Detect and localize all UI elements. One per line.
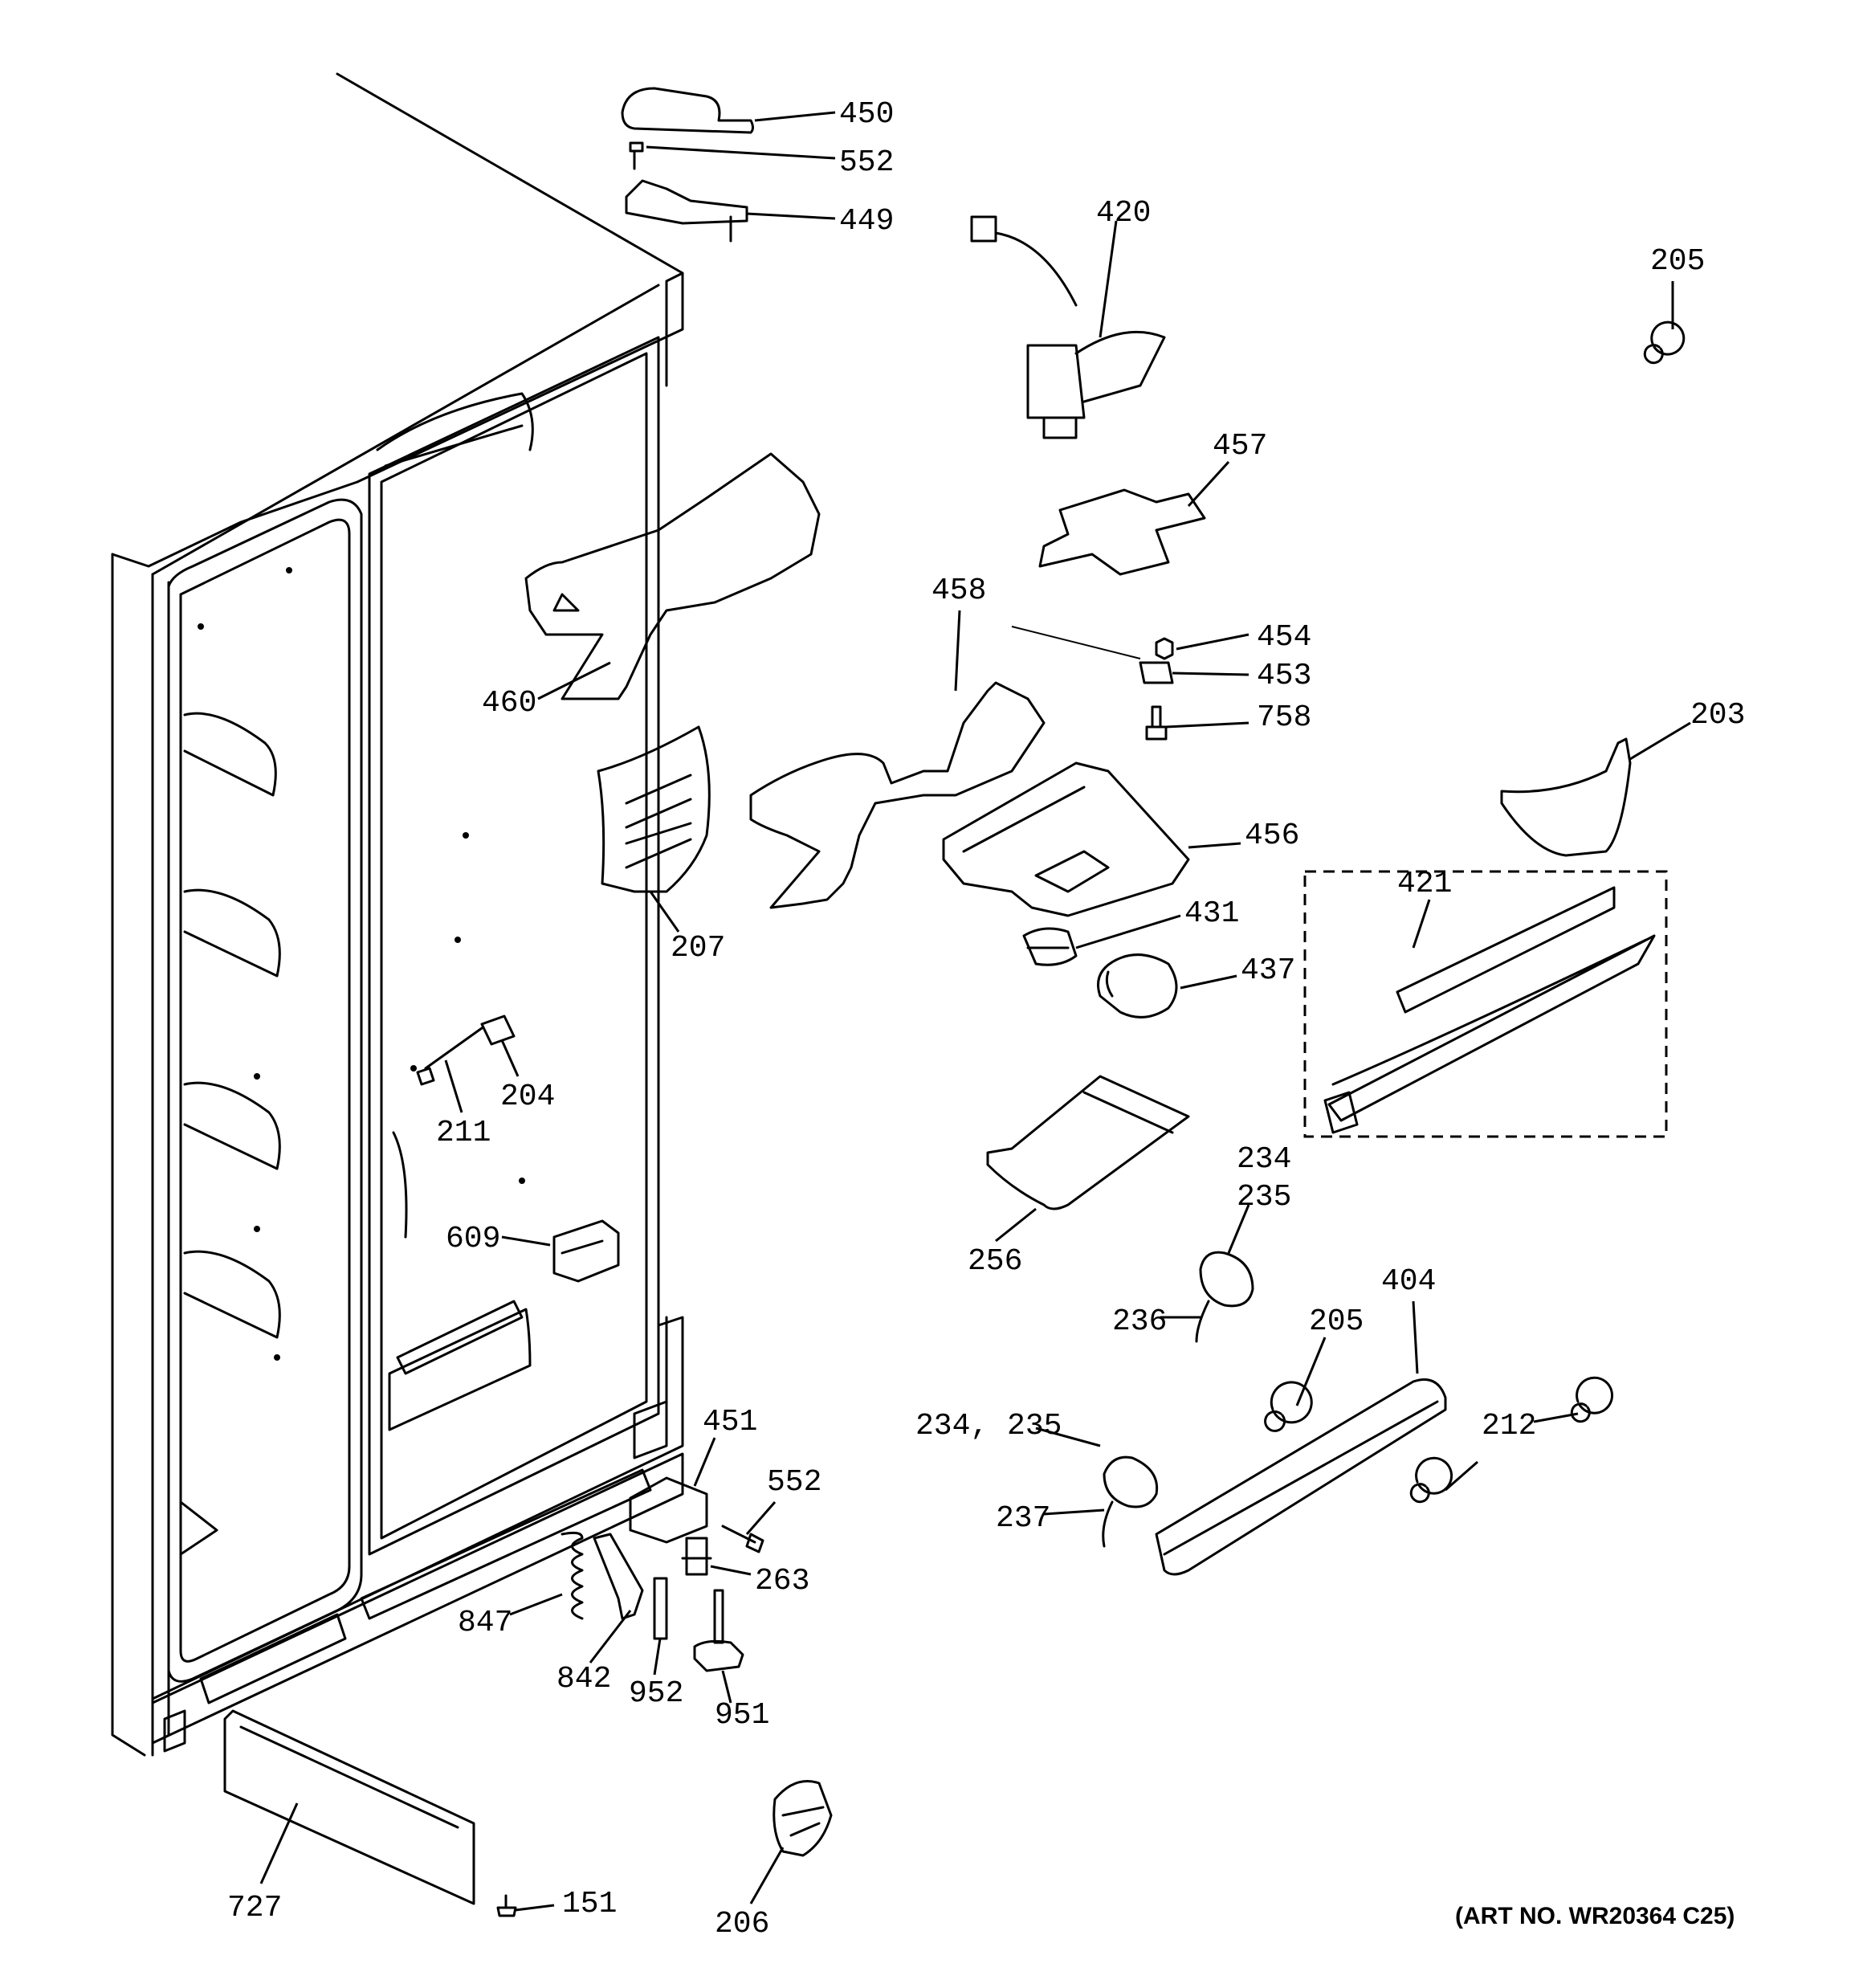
wire-454 <box>1011 626 1141 659</box>
bulb-437 <box>1097 953 1178 1018</box>
spring-847 <box>561 1531 584 1620</box>
callout-207: 207 <box>671 931 725 965</box>
callout-437: 437 <box>1241 953 1295 988</box>
callout-205-top: 205 <box>1650 244 1705 279</box>
housing-456 <box>942 761 1190 917</box>
callout-456: 456 <box>1245 818 1299 853</box>
cabinet <box>111 72 684 1757</box>
callout-457: 457 <box>1213 429 1267 463</box>
callout-952: 952 <box>629 1676 683 1711</box>
roller-206 <box>773 1780 833 1857</box>
callout-431: 431 <box>1184 896 1239 931</box>
guard-203 <box>1500 737 1632 857</box>
callout-236: 236 <box>1112 1304 1167 1339</box>
callout-211: 211 <box>436 1116 491 1150</box>
air-duct-458 <box>749 681 1046 909</box>
callout-256: 256 <box>968 1244 1022 1279</box>
callout-460: 460 <box>482 686 536 720</box>
callout-609: 609 <box>446 1222 500 1256</box>
callout-758: 758 <box>1257 700 1311 735</box>
callout-552-top: 552 <box>839 145 894 180</box>
callout-205-bottom: 205 <box>1309 1304 1364 1339</box>
callout-212: 212 <box>1482 1409 1536 1443</box>
callout-847: 847 <box>458 1606 512 1640</box>
callout-727: 727 <box>227 1891 282 1925</box>
cover-457 <box>1038 488 1206 576</box>
callout-203: 203 <box>1690 698 1745 733</box>
bushing-212-b <box>1409 1456 1453 1504</box>
callout-453: 453 <box>1257 659 1311 693</box>
bushing-212-a <box>1570 1376 1614 1423</box>
callout-labels: 450 552 449 420 205 457 458 454 453 758 … <box>227 97 1745 1941</box>
callout-206: 206 <box>715 1907 769 1941</box>
leader-lines <box>259 111 1691 1912</box>
callout-951: 951 <box>715 1698 769 1733</box>
fitting-453 <box>1139 661 1174 684</box>
spring-236 <box>1195 1251 1254 1343</box>
cam-204 <box>480 1014 516 1046</box>
callout-237: 237 <box>996 1501 1050 1536</box>
callout-421: 421 <box>1397 867 1452 901</box>
callout-450: 450 <box>839 97 894 132</box>
callout-454: 454 <box>1257 620 1311 655</box>
callout-263: 263 <box>755 1564 809 1598</box>
screw-151 <box>496 1894 517 1917</box>
grille-727 <box>223 1709 475 1905</box>
callout-842: 842 <box>556 1662 611 1696</box>
callout-235-top: 235 <box>1237 1180 1291 1214</box>
bushing-205-bottom <box>1264 1381 1313 1432</box>
spring-237 <box>1102 1455 1159 1548</box>
hinge-cover-450 <box>621 87 754 134</box>
callout-449: 449 <box>839 204 894 239</box>
kick-plate-404 <box>1155 1378 1447 1576</box>
dispenser-control-420 <box>970 215 1166 439</box>
screw-552-bottom <box>721 1525 764 1553</box>
callout-404: 404 <box>1381 1264 1436 1299</box>
light-socket-431 <box>1022 927 1078 966</box>
dispenser-control-assembly-421 <box>1323 886 1656 1134</box>
callout-552-bottom: 552 <box>767 1465 821 1500</box>
pin-952 <box>653 1577 668 1640</box>
bushing-205-top <box>1643 320 1686 365</box>
callout-151: 151 <box>562 1887 617 1921</box>
top-hinge-449 <box>625 179 748 243</box>
callout-420: 420 <box>1096 196 1151 231</box>
callout-458: 458 <box>932 574 986 608</box>
hinge-451 <box>629 1476 708 1544</box>
screw-552-top <box>629 141 644 170</box>
cam-842 <box>593 1533 644 1620</box>
bushing-263 <box>681 1537 712 1576</box>
callout-204: 204 <box>500 1080 555 1114</box>
shield-207 <box>597 725 711 893</box>
screw-211 <box>416 1027 483 1086</box>
art-number: (ART NO. WR20364 C25) <box>1455 1903 1735 1929</box>
nut-454 <box>1155 637 1174 660</box>
switch-609 <box>552 1219 620 1283</box>
dashed-box-421 <box>1303 870 1668 1138</box>
duct-460 <box>524 452 821 700</box>
bolt-758 <box>1145 705 1168 741</box>
leveler-951 <box>693 1589 744 1672</box>
callout-234-235: 234, 235 <box>915 1409 1062 1443</box>
callout-451: 451 <box>703 1405 757 1439</box>
callout-234-top: 234 <box>1237 1142 1291 1177</box>
drip-tray-256 <box>986 1075 1190 1210</box>
